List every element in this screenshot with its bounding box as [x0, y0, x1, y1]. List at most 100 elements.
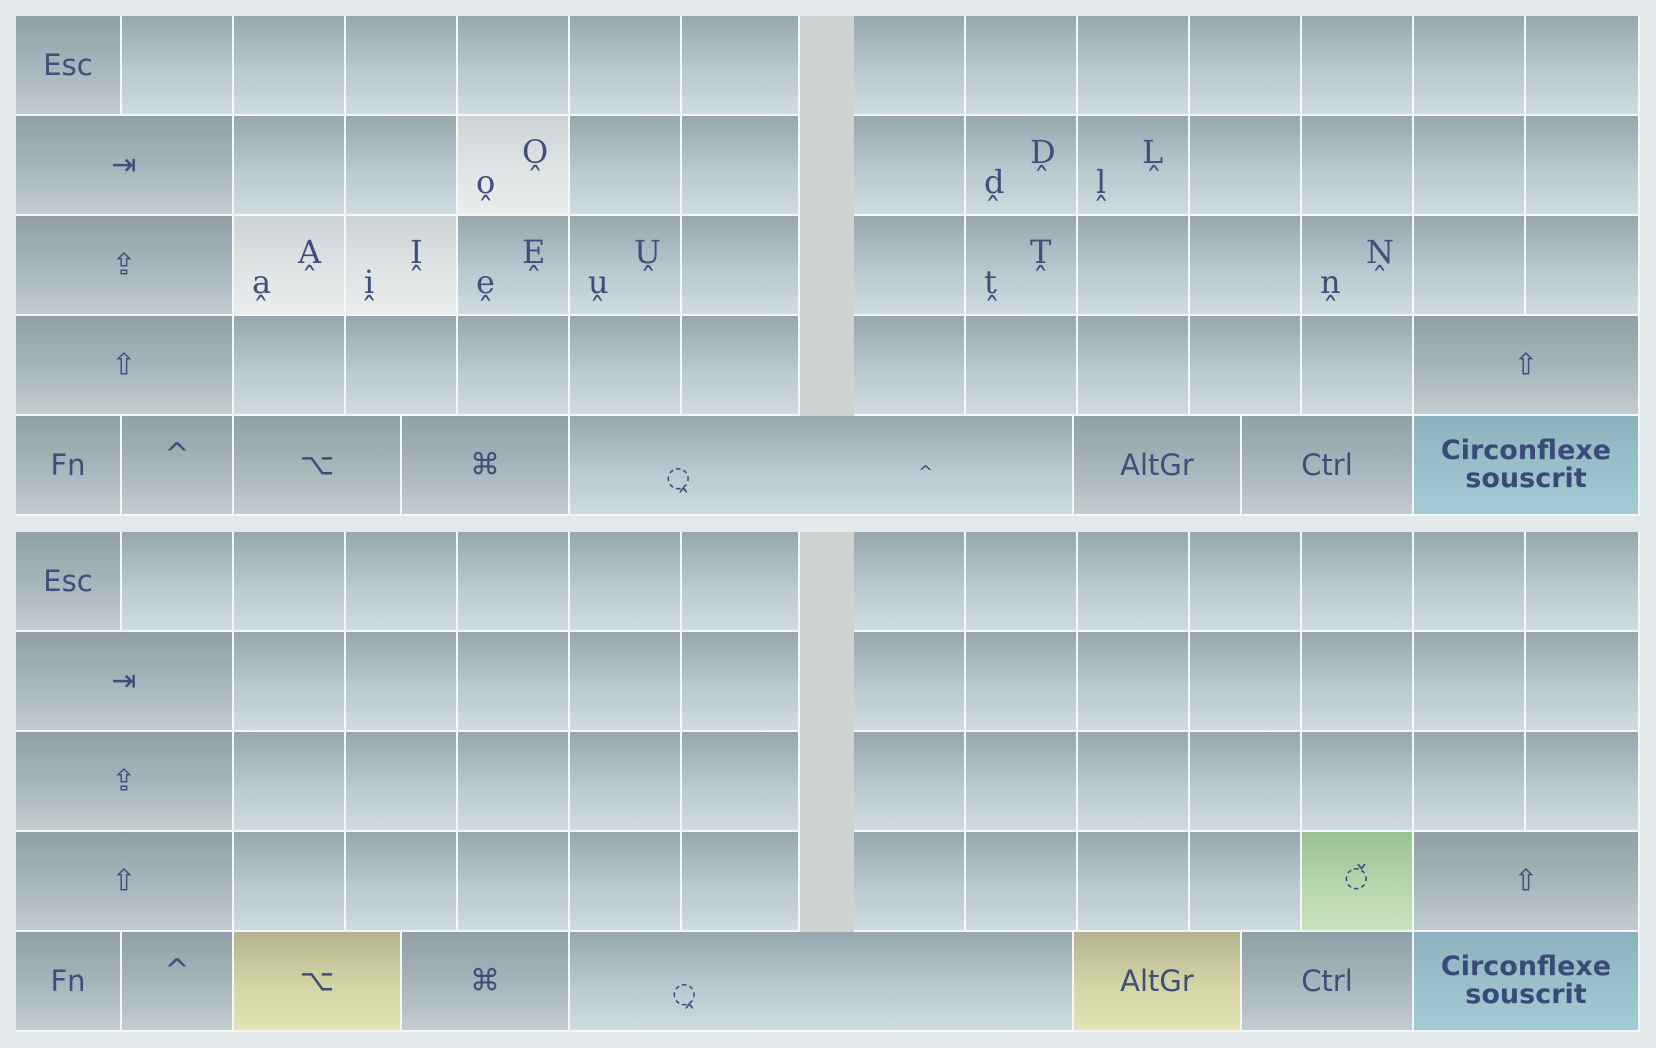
key-o[interactable] — [1190, 632, 1302, 732]
key-8[interactable] — [966, 16, 1078, 116]
key-5[interactable] — [570, 532, 682, 632]
key-fn[interactable]: Fn — [16, 932, 122, 1032]
key-w[interactable] — [346, 632, 458, 732]
key-f[interactable] — [570, 732, 682, 832]
key-2[interactable] — [234, 16, 346, 116]
key-option[interactable]: ⌥ — [234, 932, 402, 1032]
key-caps-lock[interactable]: ⇪ — [16, 216, 234, 316]
key-l[interactable] — [1190, 216, 1302, 316]
key-7[interactable] — [854, 532, 966, 632]
key-n[interactable] — [854, 316, 966, 416]
key-t[interactable] — [682, 632, 800, 732]
key-0[interactable] — [1190, 532, 1302, 632]
key-slash[interactable] — [1302, 316, 1414, 416]
key-t[interactable] — [682, 116, 800, 216]
key-4[interactable] — [458, 16, 570, 116]
key-altgr[interactable]: AltGr — [1074, 416, 1242, 516]
key-c[interactable] — [458, 832, 570, 932]
key-a[interactable] — [234, 732, 346, 832]
key-x[interactable] — [346, 316, 458, 416]
key-shift-right[interactable]: ⇧ — [1414, 832, 1640, 932]
key-tab[interactable]: ⇥ — [16, 116, 234, 216]
key-y[interactable] — [854, 632, 966, 732]
key-9[interactable] — [1078, 532, 1190, 632]
key-semicolon[interactable]: ṋ Ṋ — [1302, 216, 1414, 316]
key-shift-left[interactable]: ⇧ — [16, 316, 234, 416]
key-u[interactable] — [966, 632, 1078, 732]
key-control[interactable]: ^ — [122, 416, 234, 516]
key-h[interactable] — [854, 216, 966, 316]
key-equal[interactable] — [1414, 532, 1526, 632]
key-bracket-right[interactable] — [1526, 632, 1640, 732]
key-command[interactable]: ⌘ — [402, 932, 570, 1032]
key-shift-right[interactable]: ⇧ — [1414, 316, 1640, 416]
key-r[interactable] — [570, 116, 682, 216]
key-c[interactable] — [458, 316, 570, 416]
key-e[interactable]: o̭ O̭ — [458, 116, 570, 216]
key-z[interactable] — [234, 316, 346, 416]
key-v[interactable] — [570, 832, 682, 932]
key-9[interactable] — [1078, 16, 1190, 116]
key-8[interactable] — [966, 532, 1078, 632]
key-quote[interactable] — [1414, 216, 1526, 316]
key-x[interactable] — [346, 832, 458, 932]
key-ctrl[interactable]: Ctrl — [1242, 416, 1414, 516]
key-i[interactable] — [1078, 632, 1190, 732]
key-g[interactable] — [682, 732, 800, 832]
key-dead-circumflex-below[interactable]: Circonflexe souscrit — [1414, 932, 1640, 1032]
key-esc[interactable]: Esc — [16, 532, 122, 632]
key-dead-circumflex-below[interactable]: Circonflexe souscrit — [1414, 416, 1640, 516]
key-3[interactable] — [346, 532, 458, 632]
key-q[interactable] — [234, 632, 346, 732]
key-j[interactable]: ṱ Ṱ — [966, 216, 1078, 316]
key-altgr[interactable]: AltGr — [1074, 932, 1242, 1032]
key-backslash[interactable] — [1526, 732, 1640, 832]
key-w[interactable] — [346, 116, 458, 216]
key-5[interactable] — [570, 16, 682, 116]
key-period[interactable] — [1190, 316, 1302, 416]
key-f[interactable]: ṷ Ṷ — [570, 216, 682, 316]
key-6[interactable] — [682, 532, 800, 632]
key-v[interactable] — [570, 316, 682, 416]
key-period[interactable] — [1190, 832, 1302, 932]
key-3[interactable] — [346, 16, 458, 116]
key-p[interactable] — [1302, 116, 1414, 216]
key-esc[interactable]: Esc — [16, 16, 122, 116]
key-y[interactable] — [854, 116, 966, 216]
key-minus[interactable] — [1302, 16, 1414, 116]
key-semicolon[interactable] — [1302, 732, 1414, 832]
key-1[interactable] — [122, 532, 234, 632]
key-s[interactable] — [346, 732, 458, 832]
key-j[interactable] — [966, 732, 1078, 832]
key-equal[interactable] — [1414, 16, 1526, 116]
key-e[interactable] — [458, 632, 570, 732]
key-comma[interactable] — [1078, 316, 1190, 416]
key-k[interactable] — [1078, 216, 1190, 316]
key-i[interactable]: ḽ Ḽ — [1078, 116, 1190, 216]
key-comma[interactable] — [1078, 832, 1190, 932]
key-h[interactable] — [854, 732, 966, 832]
key-s[interactable]: i̭ I̭ — [346, 216, 458, 316]
key-bracket-left[interactable] — [1414, 116, 1526, 216]
key-shift-left[interactable]: ⇧ — [16, 832, 234, 932]
key-bracket-left[interactable] — [1414, 632, 1526, 732]
key-minus[interactable] — [1302, 532, 1414, 632]
key-b[interactable] — [682, 316, 800, 416]
key-m[interactable] — [966, 832, 1078, 932]
key-bracket-right[interactable] — [1526, 116, 1640, 216]
key-backslash[interactable] — [1526, 216, 1640, 316]
key-4[interactable] — [458, 532, 570, 632]
key-space[interactable]: ◌̭ — [570, 932, 1074, 1032]
key-b[interactable] — [682, 832, 800, 932]
key-q[interactable] — [234, 116, 346, 216]
key-6[interactable] — [682, 16, 800, 116]
key-option[interactable]: ⌥ — [234, 416, 402, 516]
key-p[interactable] — [1302, 632, 1414, 732]
key-tab[interactable]: ⇥ — [16, 632, 234, 732]
key-g[interactable] — [682, 216, 800, 316]
key-d[interactable] — [458, 732, 570, 832]
key-a[interactable]: a̭ A̭ — [234, 216, 346, 316]
key-k[interactable] — [1078, 732, 1190, 832]
key-backspace[interactable] — [1526, 532, 1640, 632]
key-backspace[interactable] — [1526, 16, 1640, 116]
